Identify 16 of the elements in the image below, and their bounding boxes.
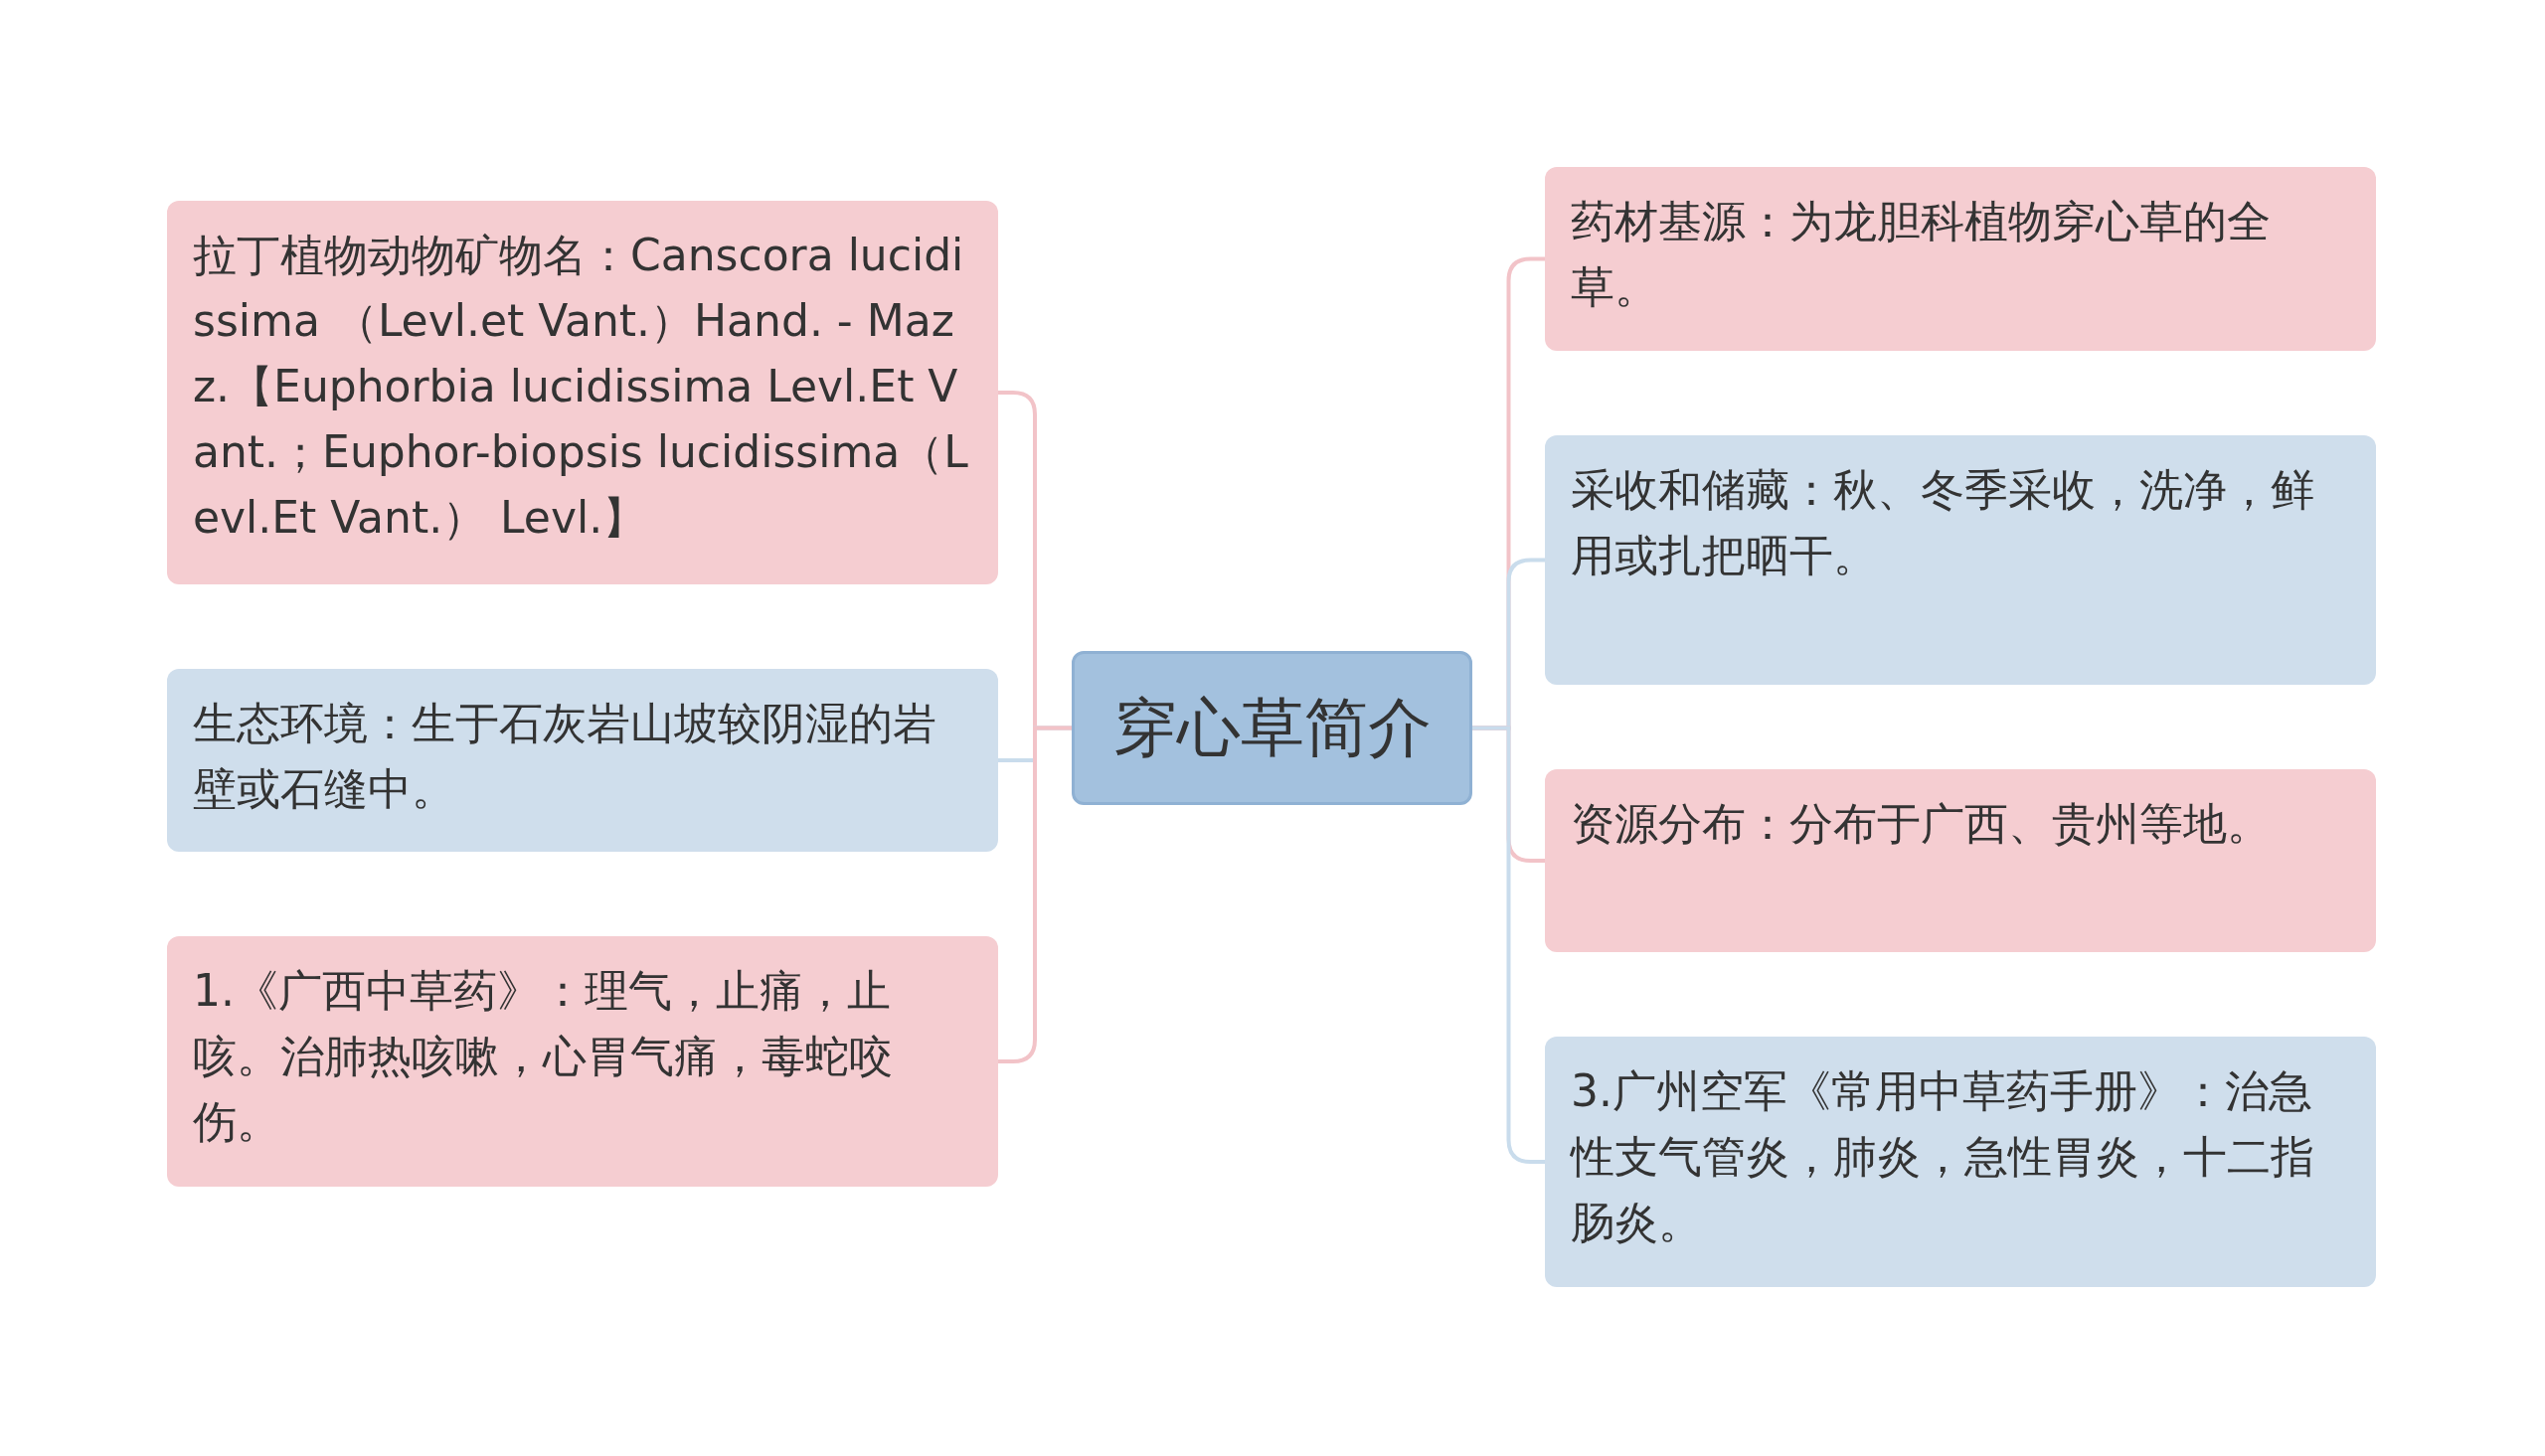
topic-box — [167, 936, 998, 1187]
topic-text: 采收和储藏：秋、冬季采收，洗净，鲜用或扎把晒干。 — [1571, 463, 2315, 582]
topic-text: 药材基源：为龙胆科植物穿心草的全草。 — [1571, 195, 2272, 314]
topic-box — [1545, 435, 2376, 685]
topic-text: 拉丁植物动物矿物名：Canscora lucidissima （Levl.et Vant.）Hand. - Mazz.【Euphorbia lucidissima Levl.Et Vant.；Euphor-biopsis lucidissima（Levl.Et Vant.） Levl.】 — [193, 229, 969, 545]
topic-text: 3.广州空军《常用中草药手册》：治急性支气管炎，肺炎，急性胃炎，十二指肠炎。 — [1571, 1064, 2315, 1249]
topic-box — [167, 201, 998, 584]
topic-text: 1.《广西中草药》：理气，止痛，止咳。治肺热咳嗽，心胃气痛，毒蛇咬伤。 — [193, 964, 894, 1149]
central-topic-text: 穿心草简介 — [1112, 690, 1432, 766]
topic-box — [167, 669, 998, 852]
topic-box — [1545, 1037, 2376, 1287]
topic-text: 生态环境：生于石灰岩山坡较阴湿的岩壁或石缝中。 — [193, 697, 937, 816]
topic-box — [1545, 167, 2376, 351]
topic-box — [1545, 769, 2376, 952]
central-topic-box — [1072, 651, 1472, 805]
topic-text: 资源分布：分布于广西、贵州等地。 — [1571, 797, 2272, 851]
